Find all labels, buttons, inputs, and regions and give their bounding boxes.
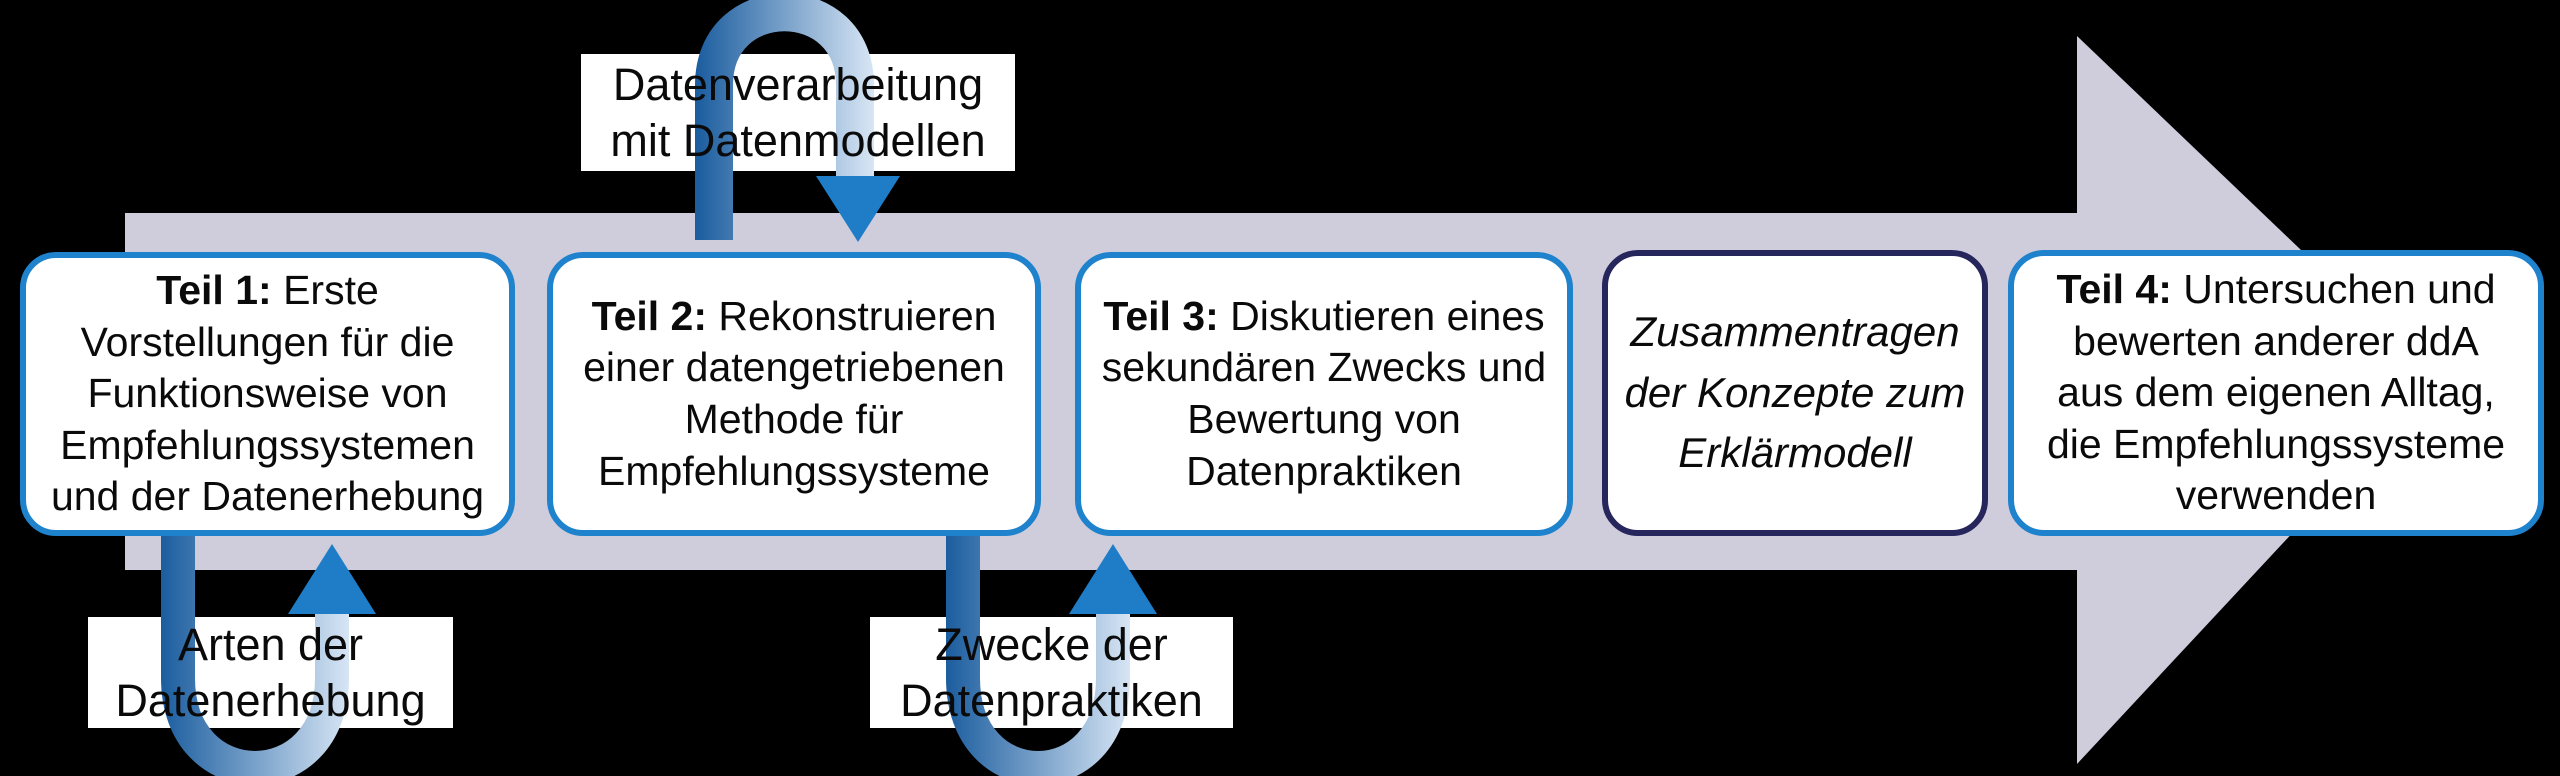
stage-box-teil-2-prefix: Teil 2: [591, 292, 707, 339]
loop-label-bottom-middle: Zwecke der Datenpraktiken [900, 618, 1203, 726]
stage-box-teil-4-body: Untersuchen und bewerten anderer ddA aus… [2046, 265, 2506, 519]
stage-box-teil-4-text: Teil 4: Untersuchen und bewerten anderer… [2026, 264, 2526, 522]
loop-arrow-top-path [695, 0, 874, 240]
loop-arrow-bottom-middle-path [946, 534, 1130, 776]
stage-box-zusammentragen: Zusammentragen der Konzepte zum Erklärmo… [1602, 250, 1988, 536]
loop-label-top: Datenverarbeitung mit Datenmodellen [610, 58, 986, 166]
loop-arrow-top [695, 0, 900, 242]
stage-box-teil-4-prefix: Teil 4: [2056, 265, 2172, 312]
stage-box-teil-3-text: Teil 3: Diskutieren eines sekundären Zwe… [1093, 291, 1555, 498]
down-arrowhead-icon [816, 176, 900, 242]
stage-box-teil-4: Teil 4: Untersuchen und bewerten anderer… [2008, 250, 2544, 536]
loop-arrow-bottom-left-path [161, 534, 349, 776]
stage-box-teil-1: Teil 1: Erste Vorstellungen für die Funk… [20, 252, 515, 536]
loop-label-bottom-left: Arten der Datenerhebung [115, 618, 426, 726]
stage-box-teil-1-body: Erste Vorstellungen für die Funktionswei… [50, 266, 485, 520]
stage-box-teil-1-prefix: Teil 1: [156, 266, 272, 313]
loop-arrow-bottom-middle [946, 534, 1157, 776]
stage-box-zusammentragen-text: Zusammentragen der Konzepte zum Erklärmo… [1624, 307, 1966, 477]
stage-box-teil-3-prefix: Teil 3: [1103, 292, 1219, 339]
loop-label-bottom-left-bg [88, 617, 453, 728]
loop-label-bottom-middle-bg [870, 617, 1233, 728]
stage-box-teil-3: Teil 3: Diskutieren eines sekundären Zwe… [1075, 252, 1573, 536]
up-arrowhead-icon [1069, 544, 1157, 614]
loop-arrow-bottom-left [161, 534, 376, 776]
stage-box-teil-2-text: Teil 2: Rekonstruieren einer datengetrie… [565, 291, 1023, 498]
stage-box-teil-2-body: Rekonstruieren einer datengetriebenen Me… [583, 292, 1005, 494]
up-arrowhead-icon [288, 544, 376, 614]
loop-label-top-bg [581, 54, 1015, 171]
stage-box-teil-3-body: Diskutieren eines sekundären Zwecks und … [1101, 292, 1547, 494]
stage-box-teil-1-text: Teil 1: Erste Vorstellungen für die Funk… [38, 265, 497, 523]
stage-box-teil-2: Teil 2: Rekonstruieren einer datengetrie… [547, 252, 1041, 536]
